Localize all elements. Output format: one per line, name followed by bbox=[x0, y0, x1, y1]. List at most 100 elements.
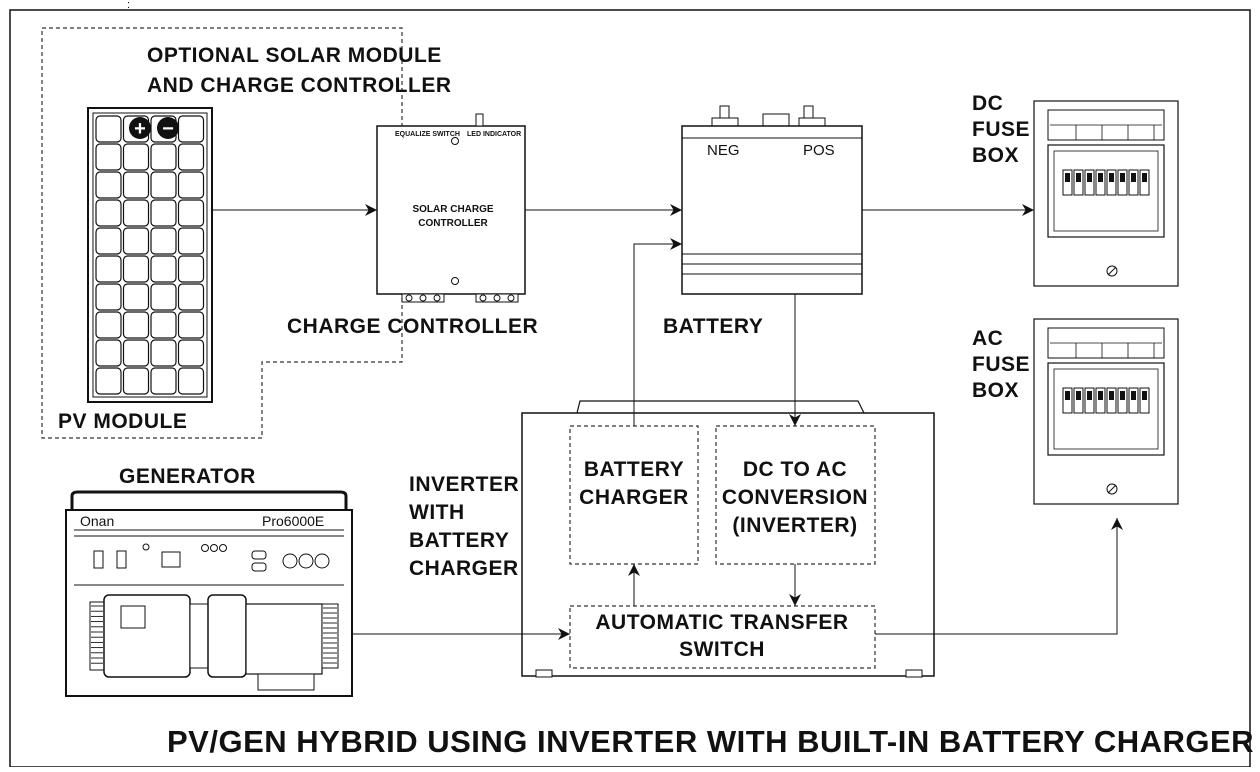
breaker-switch bbox=[1095, 169, 1106, 196]
pv-cell bbox=[95, 171, 122, 199]
breaker-switch bbox=[1117, 387, 1128, 414]
pv-cell bbox=[150, 199, 177, 227]
pv-module: + − bbox=[87, 107, 213, 403]
pv-cell bbox=[95, 367, 122, 395]
dc-fuse-label-line1: DC bbox=[972, 92, 1003, 115]
pv-cell bbox=[95, 255, 122, 283]
battery: NEG POS bbox=[681, 105, 863, 295]
battery-charger-line2: CHARGER bbox=[579, 486, 689, 509]
battery-label: BATTERY bbox=[663, 315, 763, 338]
dc-to-ac-line2: CONVERSION bbox=[722, 486, 868, 509]
controller-terminal bbox=[475, 293, 519, 303]
pv-cell bbox=[95, 143, 122, 171]
corner-mark: : bbox=[127, 0, 130, 11]
breaker-switch bbox=[1106, 387, 1117, 414]
transfer-switch-line2: SWITCH bbox=[679, 638, 765, 661]
inverter-label-line4: CHARGER bbox=[409, 557, 519, 580]
pv-cell bbox=[122, 367, 150, 395]
breaker-switch bbox=[1117, 169, 1128, 196]
led-indicator-label: LED INDICATOR bbox=[467, 131, 521, 138]
breaker-switch bbox=[1062, 387, 1073, 414]
pv-cell bbox=[122, 143, 150, 171]
pv-module-label: PV MODULE bbox=[58, 410, 187, 433]
breaker-switch bbox=[1128, 387, 1139, 414]
pv-cell bbox=[177, 283, 205, 311]
ac-fuse-label-line3: BOX bbox=[972, 379, 1019, 402]
pv-cell bbox=[95, 283, 122, 311]
solar-group-outline bbox=[41, 27, 403, 439]
pv-cell bbox=[122, 283, 150, 311]
breaker-switch bbox=[1084, 387, 1095, 414]
pv-cell bbox=[150, 367, 177, 395]
pv-cell bbox=[95, 311, 122, 339]
solar-group-title-line2: AND CHARGE CONTROLLER bbox=[147, 74, 452, 97]
inverter-label-line2: WITH bbox=[409, 501, 465, 524]
transfer-switch-box bbox=[569, 605, 876, 669]
minus-terminal-icon: − bbox=[162, 118, 174, 140]
breaker-switch bbox=[1095, 387, 1106, 414]
pv-cell bbox=[122, 171, 150, 199]
pv-cell bbox=[177, 339, 205, 367]
plus-terminal-icon: + bbox=[134, 118, 146, 140]
inverter-label-line3: BATTERY bbox=[409, 529, 509, 552]
pv-cell bbox=[122, 339, 150, 367]
pv-cell bbox=[95, 115, 122, 143]
pv-cell bbox=[95, 339, 122, 367]
pv-cell bbox=[150, 255, 177, 283]
dc-fuse-box bbox=[1033, 100, 1179, 287]
pv-cell bbox=[122, 311, 150, 339]
pv-cell bbox=[177, 171, 205, 199]
pv-cell bbox=[150, 283, 177, 311]
controller-face-line2: CONTROLLER bbox=[418, 218, 488, 229]
battery-pos-label: POS bbox=[803, 142, 835, 159]
dc-fuse-label-line2: FUSE bbox=[972, 118, 1030, 141]
pv-cell bbox=[122, 255, 150, 283]
pv-cell bbox=[150, 143, 177, 171]
dc-to-ac-line1: DC TO AC bbox=[743, 458, 847, 481]
generator-brand: Onan bbox=[80, 513, 114, 529]
breaker-switch bbox=[1062, 169, 1073, 196]
breaker-switch bbox=[1139, 169, 1150, 196]
breaker-switch bbox=[1106, 169, 1117, 196]
generator-label: GENERATOR bbox=[119, 465, 256, 488]
dc-fuse-label-line3: BOX bbox=[972, 144, 1019, 167]
breaker-switch bbox=[1139, 387, 1150, 414]
pv-cell bbox=[177, 367, 205, 395]
battery-neg-label: NEG bbox=[707, 142, 740, 159]
pv-cell bbox=[122, 227, 150, 255]
inverter-label-line1: INVERTER bbox=[409, 473, 519, 496]
pv-cell bbox=[177, 143, 205, 171]
solar-group-title-line1: OPTIONAL SOLAR MODULE bbox=[147, 44, 442, 67]
pv-cell bbox=[95, 199, 122, 227]
pv-cell bbox=[150, 227, 177, 255]
equalize-switch-label: EQUALIZE SWITCH bbox=[395, 131, 460, 138]
breaker-switch bbox=[1073, 169, 1084, 196]
pv-cell bbox=[122, 199, 150, 227]
battery-charger-line1: BATTERY bbox=[584, 458, 684, 481]
generator: Onan Pro6000E bbox=[65, 490, 353, 697]
pv-cell bbox=[150, 171, 177, 199]
pv-cell bbox=[177, 199, 205, 227]
pv-cell bbox=[177, 255, 205, 283]
pv-cell bbox=[150, 339, 177, 367]
pv-cell bbox=[177, 227, 205, 255]
charge-controller-label: CHARGE CONTROLLER bbox=[287, 315, 538, 338]
controller-face-line1: SOLAR CHARGE bbox=[412, 204, 493, 215]
breaker-switch bbox=[1128, 169, 1139, 196]
charger-to-battery-connector bbox=[633, 238, 682, 426]
transfer-switch-line1: AUTOMATIC TRANSFER bbox=[595, 611, 848, 634]
pv-cell bbox=[150, 311, 177, 339]
ac-fuse-box bbox=[1033, 318, 1179, 505]
diagram-title: PV/GEN HYBRID USING INVERTER WITH BUILT-… bbox=[167, 724, 1254, 759]
generator-model: Pro6000E bbox=[262, 513, 324, 529]
charge-controller: EQUALIZE SWITCH LED INDICATOR SOLAR CHAR… bbox=[376, 113, 526, 303]
transfer-to-ac-fuse-connector bbox=[875, 518, 1123, 635]
breaker-switch bbox=[1084, 169, 1095, 196]
pv-cell bbox=[177, 115, 205, 143]
breaker-switch bbox=[1073, 387, 1084, 414]
pv-cell bbox=[95, 227, 122, 255]
ac-fuse-label-line1: AC bbox=[972, 327, 1003, 350]
dc-to-ac-line3: (INVERTER) bbox=[732, 514, 857, 537]
